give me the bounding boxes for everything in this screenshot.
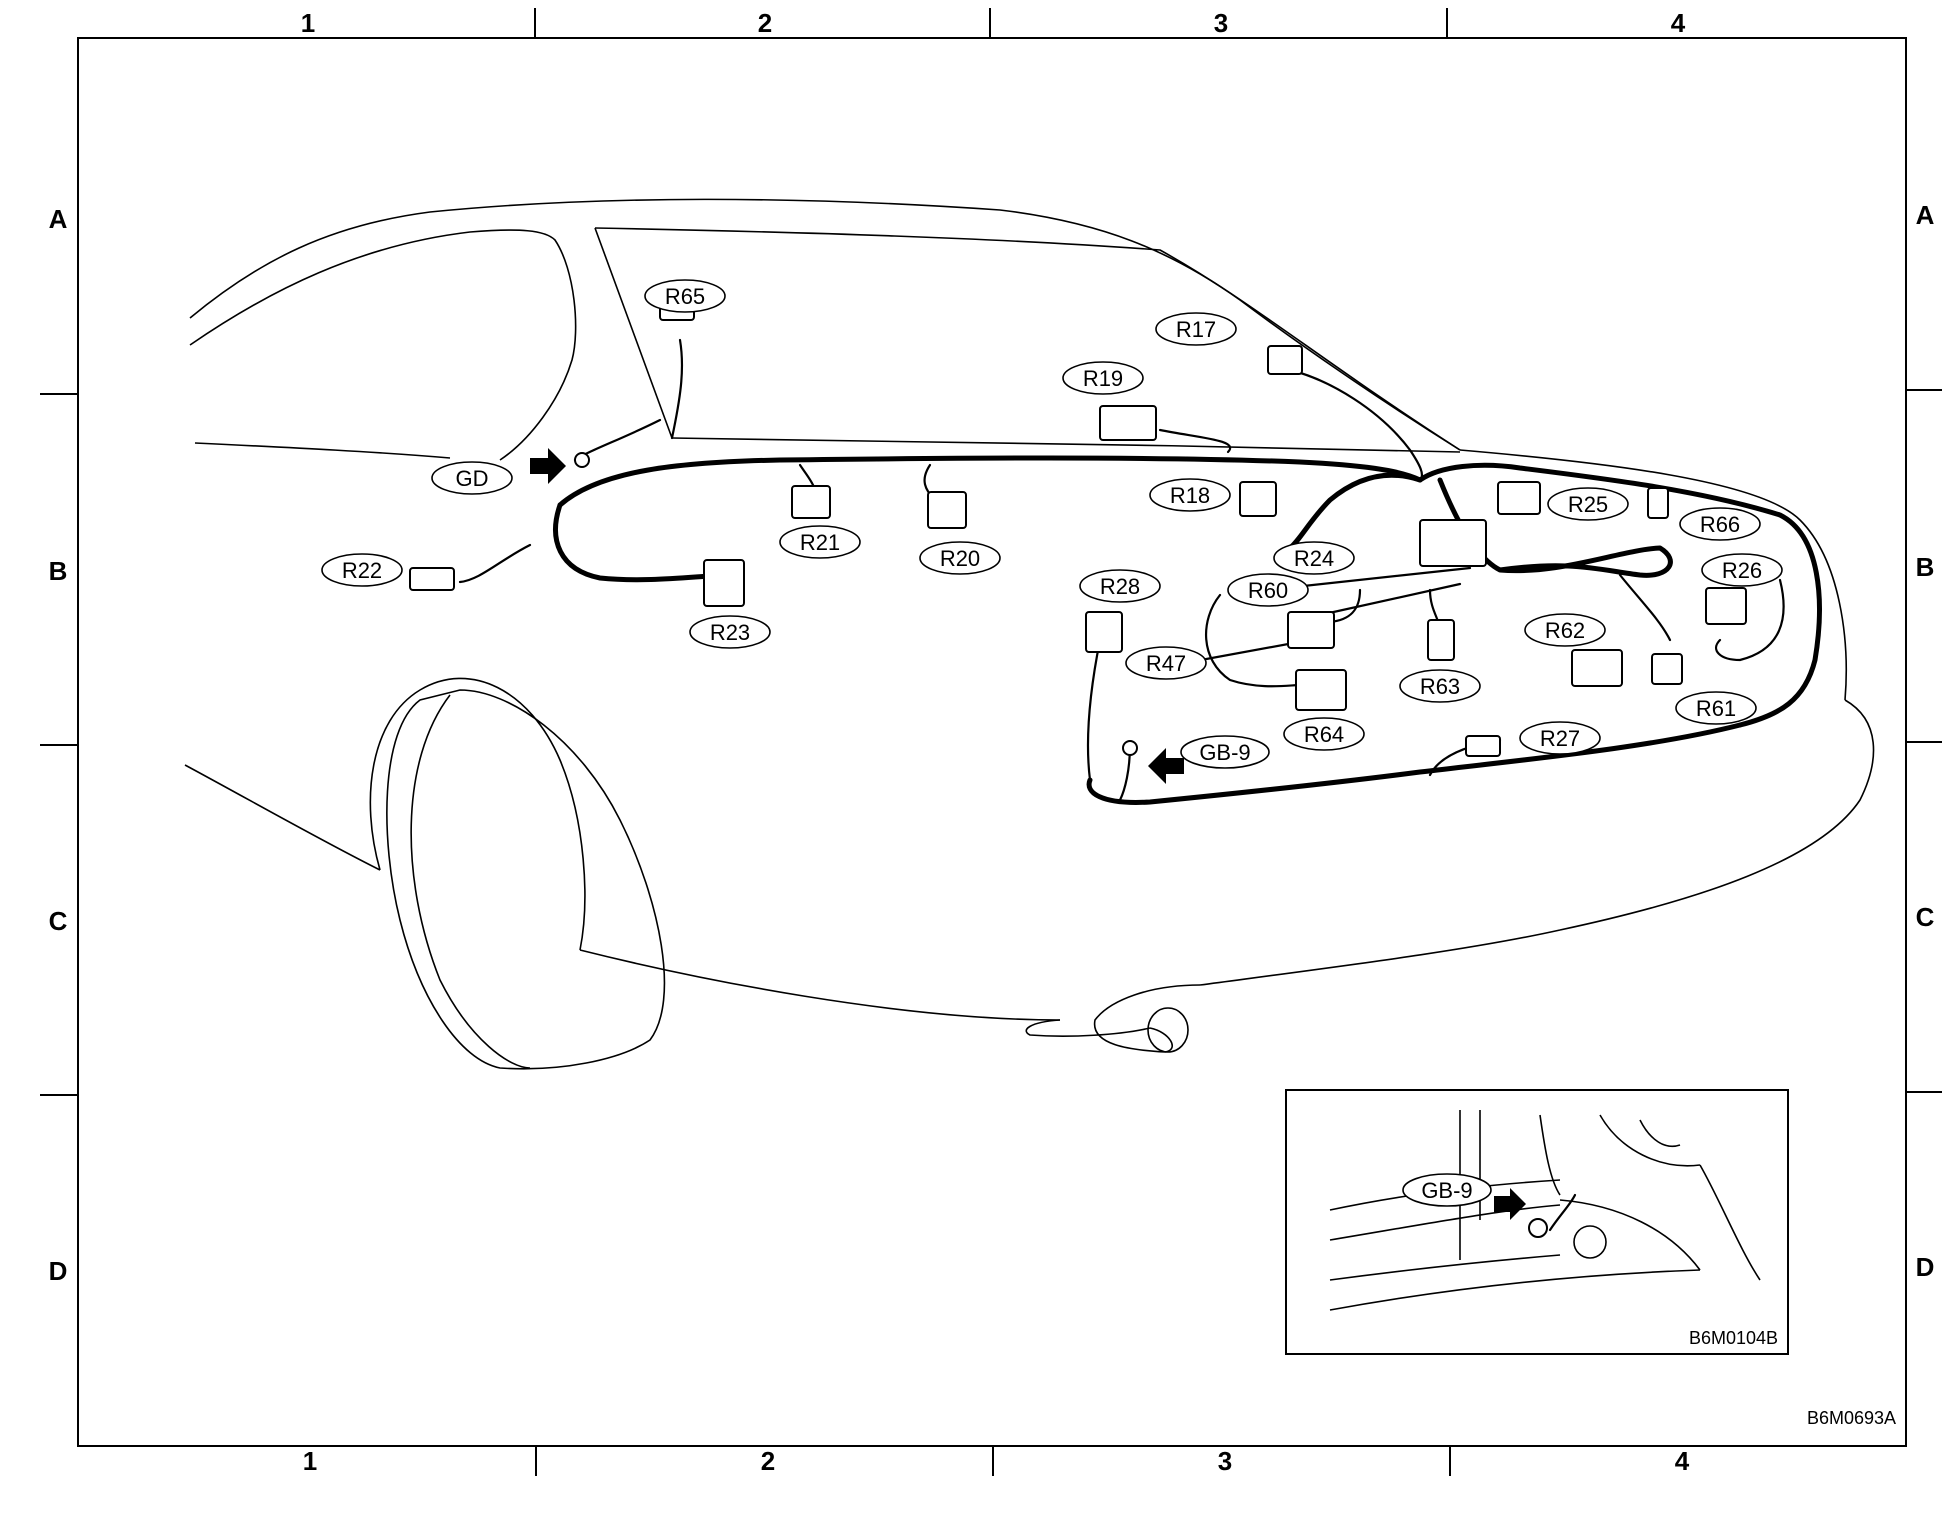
grid-col-bottom-4: 4 — [1675, 1446, 1690, 1476]
label-r65: R65 — [665, 284, 705, 309]
label-r47: R47 — [1146, 651, 1186, 676]
grid-col-bottom-2: 2 — [761, 1446, 775, 1476]
label-r23: R23 — [710, 620, 750, 645]
connector-labels — [321, 279, 1783, 769]
car-body-outline — [184, 198, 1875, 1070]
inset-label-gb9: GB-9 — [1421, 1178, 1472, 1203]
inset-detail — [1285, 1089, 1789, 1355]
label-r28: R28 — [1100, 574, 1140, 599]
main-harness — [553, 455, 1822, 805]
label-r27: R27 — [1540, 726, 1580, 751]
label-gb9: GB-9 — [1199, 740, 1250, 765]
branch-wires — [458, 338, 1785, 802]
inset-arrow-icon — [1494, 1188, 1526, 1220]
grid-row-left-b: B — [49, 556, 68, 586]
grid-col-top-1: 1 — [301, 8, 315, 38]
label-r22: R22 — [342, 558, 382, 583]
gb9-arrow-icon — [1148, 748, 1184, 784]
label-r60: R60 — [1248, 578, 1288, 603]
connector-bodies — [409, 289, 1747, 757]
label-r20: R20 — [940, 546, 980, 571]
grid-col-top-4: 4 — [1671, 8, 1686, 38]
label-r24: R24 — [1294, 546, 1334, 571]
grid-col-bottom-3: 3 — [1218, 1446, 1232, 1476]
inset-figure-code: B6M0104B — [1689, 1328, 1778, 1348]
label-r17: R17 — [1176, 317, 1216, 342]
grid-row-left-a: A — [49, 204, 68, 234]
label-r63: R63 — [1420, 674, 1460, 699]
label-r62: R62 — [1545, 618, 1585, 643]
grid-row-right-a: A — [1916, 200, 1935, 230]
label-gd: GD — [456, 466, 489, 491]
grid-row-left-c: C — [49, 906, 68, 936]
label-r19: R19 — [1083, 366, 1123, 391]
grid-row-left-d: D — [49, 1256, 68, 1286]
grid-row-right-c: C — [1916, 902, 1935, 932]
grid-row-right-b: B — [1916, 552, 1935, 582]
grid-col-top-2: 2 — [758, 8, 772, 38]
label-r21: R21 — [800, 530, 840, 555]
grid-col-top-3: 3 — [1214, 8, 1228, 38]
label-r25: R25 — [1568, 492, 1608, 517]
label-r66: R66 — [1700, 512, 1740, 537]
grid-frame — [40, 8, 1942, 1476]
label-r64: R64 — [1304, 722, 1344, 747]
label-r61: R61 — [1696, 696, 1736, 721]
gd-arrow-icon — [530, 448, 566, 484]
label-r18: R18 — [1170, 483, 1210, 508]
figure-code: B6M0693A — [1807, 1408, 1896, 1428]
grid-row-right-d: D — [1916, 1252, 1935, 1282]
grid-col-bottom-1: 1 — [303, 1446, 317, 1476]
label-r26: R26 — [1722, 558, 1762, 583]
